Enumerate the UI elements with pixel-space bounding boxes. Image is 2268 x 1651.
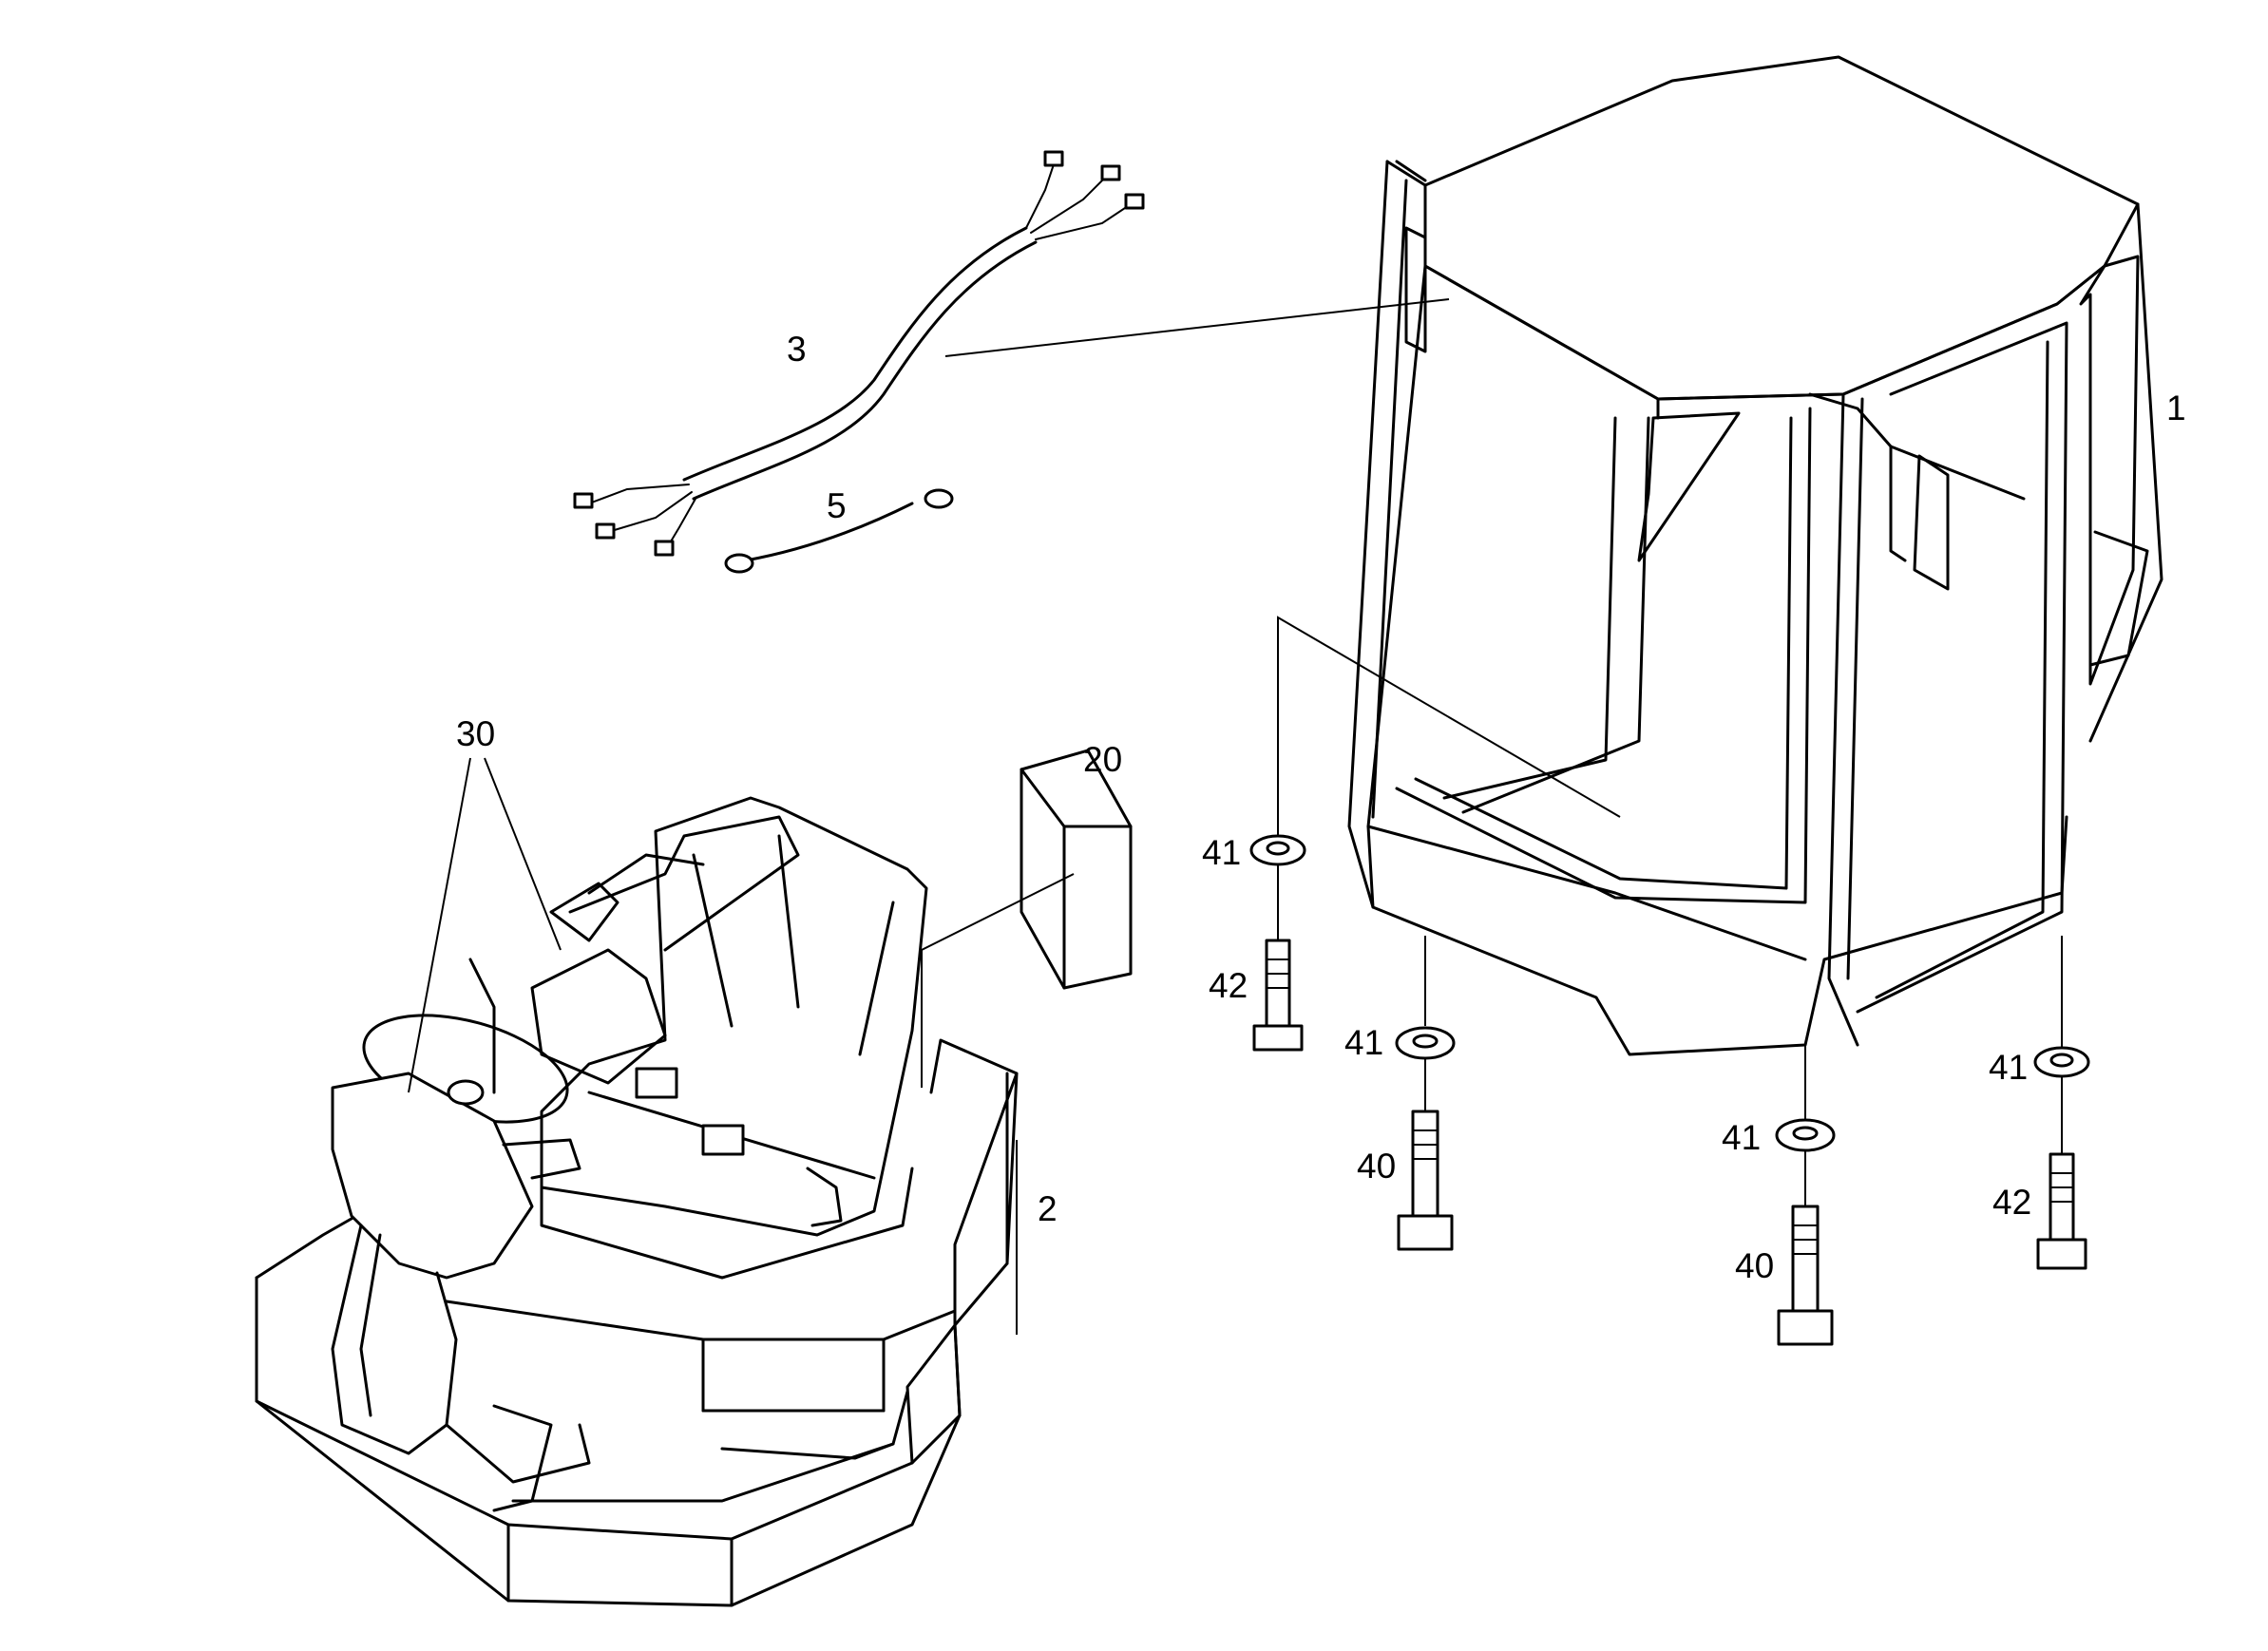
bolt-40a <box>1397 1110 1454 1251</box>
callout-41d: 41 <box>1989 1048 2028 1087</box>
callout-3: 3 <box>787 330 807 369</box>
callout-41b: 41 <box>1344 1023 1383 1062</box>
callout-2: 2 <box>1038 1189 1058 1228</box>
callout-1: 1 <box>2166 389 2186 427</box>
wire-harness-part-3 <box>573 150 1145 557</box>
callout-20: 20 <box>1083 740 1122 779</box>
callout-40a: 40 <box>1357 1147 1396 1186</box>
callout-41c: 41 <box>1722 1118 1761 1157</box>
callout-40b: 40 <box>1735 1246 1774 1285</box>
washer-41d <box>2033 1046 2090 1078</box>
operator-seat <box>540 796 928 1280</box>
bolt-40b <box>1777 1205 1834 1346</box>
washer-41b <box>1395 1026 1456 1060</box>
callout-5: 5 <box>827 486 847 525</box>
steering-console-part-30 <box>331 815 800 1512</box>
callout-labels: 1 2 3 5 20 30 40 40 41 41 41 41 42 42 <box>456 330 2186 1285</box>
leader-lines <box>408 298 2063 1335</box>
callout-42b: 42 <box>1992 1183 2031 1222</box>
washer-41c <box>1775 1118 1836 1152</box>
washer-41a <box>1249 834 1306 866</box>
bolt-42b <box>2036 1152 2087 1270</box>
callout-30: 30 <box>456 714 495 753</box>
callout-41a: 41 <box>1202 833 1241 872</box>
callout-42a: 42 <box>1209 966 1248 1005</box>
manual-box-part-20 <box>1020 749 1133 990</box>
bolt-42a <box>1252 939 1304 1052</box>
ground-strap-part-5 <box>724 488 954 574</box>
cab-part-1 <box>1347 55 2163 1056</box>
operator-platform-part-2 <box>255 1038 1019 1607</box>
